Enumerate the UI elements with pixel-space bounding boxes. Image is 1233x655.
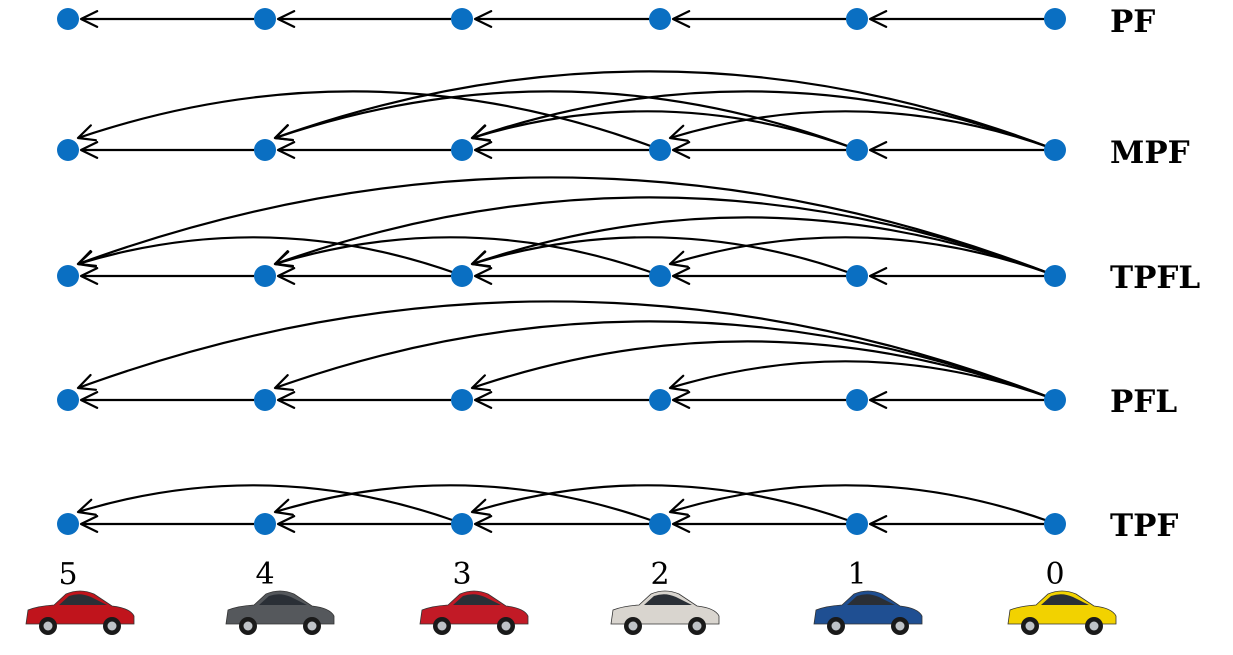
edge-pfl-0-to-2 — [668, 360, 1052, 400]
node-pf-vehicle-1 — [846, 8, 868, 30]
node-mpf-vehicle-4 — [254, 139, 276, 161]
edge-tpfl-0-to-3 — [470, 216, 1052, 276]
vehicle-index-3: 3 — [452, 557, 471, 592]
edge-pfl-0-to-3 — [470, 340, 1052, 400]
node-mpf-vehicle-2 — [649, 139, 671, 161]
node-tpfl-vehicle-0 — [1044, 265, 1066, 287]
node-tpf-vehicle-0 — [1044, 513, 1066, 535]
edge-mpf-4-to-5 — [79, 141, 254, 159]
node-pfl-vehicle-5 — [57, 389, 79, 411]
edge-mpf-0-to-1 — [868, 141, 1044, 159]
car-icon-1 — [813, 590, 923, 635]
vehicle-index-2: 2 — [650, 557, 669, 592]
edge-tpfl-4-to-5 — [79, 267, 254, 285]
node-pf-vehicle-0 — [1044, 8, 1066, 30]
edge-tpfl-2-to-3 — [473, 267, 649, 285]
node-pf-vehicle-4 — [254, 8, 276, 30]
edge-pfl-0-to-1 — [868, 391, 1044, 409]
car-icon-0 — [1007, 590, 1117, 635]
edge-pf-1-to-2 — [671, 10, 846, 28]
edge-pf-2-to-3 — [473, 10, 649, 28]
edge-pfl-4-to-5 — [79, 391, 254, 409]
node-tpf-vehicle-1 — [846, 513, 868, 535]
edge-mpf-3-to-4 — [276, 141, 451, 159]
edge-mpf-2-to-3 — [473, 141, 649, 159]
edge-tpf-0-to-1 — [868, 515, 1044, 533]
edge-tpfl-0-to-5 — [76, 176, 1052, 276]
node-pfl-vehicle-2 — [649, 389, 671, 411]
edge-tpf-4-to-5 — [79, 515, 254, 533]
edge-pfl-0-to-4 — [273, 320, 1052, 400]
car-icon-3 — [419, 590, 529, 635]
edge-tpf-2-to-3 — [473, 515, 649, 533]
edge-tpfl-1-to-2 — [671, 267, 846, 285]
node-pfl-vehicle-1 — [846, 389, 868, 411]
node-pfl-vehicle-0 — [1044, 389, 1066, 411]
nodes-layer — [57, 8, 1066, 535]
edge-tpfl-0-to-2 — [668, 236, 1052, 276]
edge-pf-3-to-4 — [276, 10, 451, 28]
edge-tpfl-2-to-4 — [273, 236, 657, 276]
node-mpf-vehicle-0 — [1044, 139, 1066, 161]
edges-layer — [76, 10, 1052, 533]
node-tpf-vehicle-4 — [254, 513, 276, 535]
edge-tpfl-3-to-4 — [276, 267, 451, 285]
node-pf-vehicle-3 — [451, 8, 473, 30]
edge-mpf-1-to-3 — [470, 110, 854, 150]
topology-label-tpfl: TPFL — [1110, 260, 1200, 296]
topology-label-pfl: PFL — [1110, 384, 1177, 420]
edge-pfl-2-to-3 — [473, 391, 649, 409]
node-tpf-vehicle-5 — [57, 513, 79, 535]
edge-tpf-0-to-2 — [668, 484, 1052, 524]
edge-tpf-2-to-4 — [273, 484, 657, 524]
edge-mpf-1-to-2 — [671, 141, 846, 159]
node-pf-vehicle-2 — [649, 8, 671, 30]
vehicle-index-1: 1 — [847, 557, 866, 592]
car-icon-5 — [25, 590, 135, 635]
node-tpf-vehicle-2 — [649, 513, 671, 535]
node-mpf-vehicle-3 — [451, 139, 473, 161]
node-tpfl-vehicle-4 — [254, 265, 276, 287]
edge-pf-4-to-5 — [79, 10, 254, 28]
node-tpfl-vehicle-3 — [451, 265, 473, 287]
edge-pfl-3-to-4 — [276, 391, 451, 409]
edge-mpf-1-to-4 — [273, 90, 854, 150]
node-pfl-vehicle-3 — [451, 389, 473, 411]
node-mpf-vehicle-1 — [846, 139, 868, 161]
edge-tpfl-0-to-4 — [273, 196, 1052, 276]
edge-tpfl-1-to-3 — [470, 236, 854, 276]
edge-tpf-3-to-5 — [76, 484, 459, 524]
node-pf-vehicle-5 — [57, 8, 79, 30]
edge-mpf-0-to-4 — [273, 70, 1052, 150]
topology-label-mpf: MPF — [1110, 135, 1190, 171]
car-icon-4 — [225, 590, 335, 635]
node-mpf-vehicle-5 — [57, 139, 79, 161]
node-tpfl-vehicle-5 — [57, 265, 79, 287]
cars-layer — [25, 590, 1117, 635]
topology-label-tpf: TPF — [1110, 508, 1178, 544]
vehicle-index-0: 0 — [1045, 557, 1064, 592]
node-tpfl-vehicle-1 — [846, 265, 868, 287]
vehicle-index-5: 5 — [58, 557, 77, 592]
edge-mpf-0-to-2 — [668, 110, 1052, 150]
car-icon-2 — [610, 590, 720, 635]
topology-label-pf: PF — [1110, 4, 1155, 40]
edge-tpf-3-to-4 — [276, 515, 451, 533]
vehicle-index-4: 4 — [255, 557, 274, 592]
node-tpfl-vehicle-2 — [649, 265, 671, 287]
edge-pfl-1-to-2 — [671, 391, 846, 409]
edge-tpfl-0-to-1 — [868, 267, 1044, 285]
edge-mpf-2-to-5 — [76, 90, 657, 150]
edge-tpf-1-to-3 — [470, 484, 854, 524]
node-pfl-vehicle-4 — [254, 389, 276, 411]
edge-pf-0-to-1 — [868, 10, 1044, 28]
edge-pfl-0-to-5 — [76, 300, 1052, 400]
node-tpf-vehicle-3 — [451, 513, 473, 535]
edge-tpf-1-to-2 — [671, 515, 846, 533]
edge-tpfl-3-to-5 — [76, 236, 459, 276]
